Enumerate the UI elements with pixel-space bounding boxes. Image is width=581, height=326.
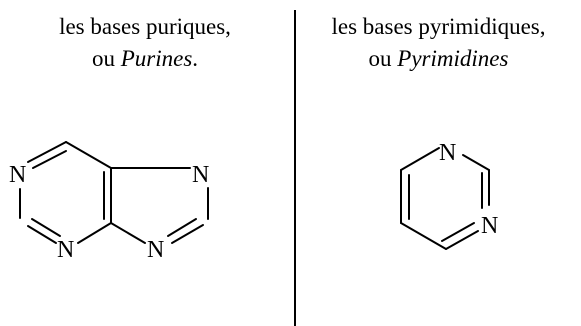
purine-atom-n9: N	[147, 237, 164, 263]
purine-caption-prefix: ou	[91, 46, 121, 71]
pyrimidine-caption-prefix: ou	[368, 46, 398, 71]
purine-bond	[27, 225, 57, 244]
purine-bond	[171, 224, 204, 244]
pyrimidine-caption: les bases pyrimidiques, ou Pyrimidines	[296, 11, 581, 75]
purine-bond	[32, 150, 67, 169]
pyrimidine-bond	[462, 154, 490, 171]
pyrimidine-bond	[445, 230, 479, 250]
pyrimidine-bond	[441, 222, 475, 242]
purine-caption-suffix: .	[192, 46, 199, 71]
purine-bond	[65, 141, 112, 169]
purine-atom-n1: N	[9, 162, 26, 188]
purine-bond	[31, 218, 61, 237]
pyrimidine-bond	[400, 222, 447, 250]
purine-caption-name: Purines	[120, 46, 193, 71]
purine-atom-n7: N	[192, 162, 209, 188]
purine-bond	[77, 222, 112, 244]
purine-bond	[27, 141, 67, 163]
pyrimidine-caption-line2: ou Pyrimidines	[296, 43, 581, 75]
column-divider	[294, 10, 296, 326]
purine-caption: les bases puriques, ou Purines.	[0, 11, 290, 75]
pyrimidine-caption-name: Pyrimidines	[397, 46, 509, 71]
purine-bond	[167, 218, 197, 237]
purine-caption-line1: les bases puriques,	[59, 14, 231, 39]
pyrimidine-caption-line1: les bases pyrimidiques,	[331, 14, 546, 39]
pyrimidine-atom-n3: N	[481, 213, 498, 239]
purine-atom-n3: N	[57, 237, 74, 263]
purine-caption-line2: ou Purines.	[0, 43, 290, 75]
purine-bond	[110, 222, 146, 244]
pyrimidine-bond	[400, 147, 440, 171]
pyrimidine-atom-n1: N	[439, 140, 456, 166]
